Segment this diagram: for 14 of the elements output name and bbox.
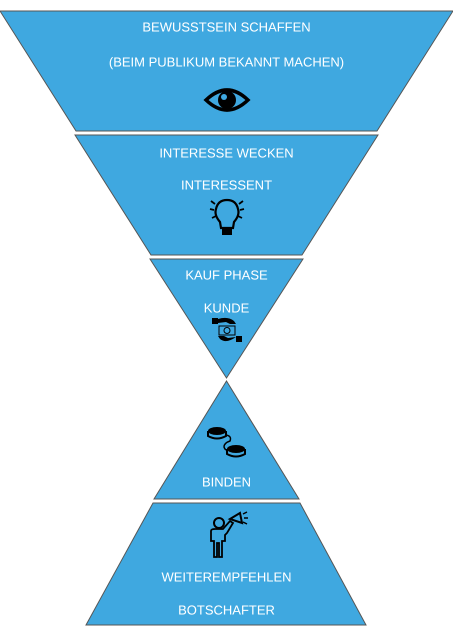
triangle-stage xyxy=(154,381,299,499)
stage-subtitle: INTERESSENT xyxy=(181,178,272,192)
stage-title: BEWUSSTSEIN SCHAFFEN xyxy=(142,20,311,34)
stage-title: INTERESSE WECKEN xyxy=(159,146,294,160)
trapezoid-stage xyxy=(0,11,453,131)
stage-title: BINDEN xyxy=(202,474,252,490)
stage-title: WEITEREMPFEHLEN xyxy=(162,570,292,584)
triangle-stage xyxy=(150,259,303,378)
stage-title: KAUF PHASE xyxy=(185,268,268,282)
stage-subtitle: KUNDE xyxy=(204,300,250,316)
stage-subtitle: BOTSCHAFTER xyxy=(178,602,275,618)
trapezoid-stage xyxy=(86,503,366,625)
trapezoid-stage xyxy=(75,135,378,255)
stage-subtitle: (BEIM PUBLIKUM BEKANNT MACHEN) xyxy=(108,54,344,70)
